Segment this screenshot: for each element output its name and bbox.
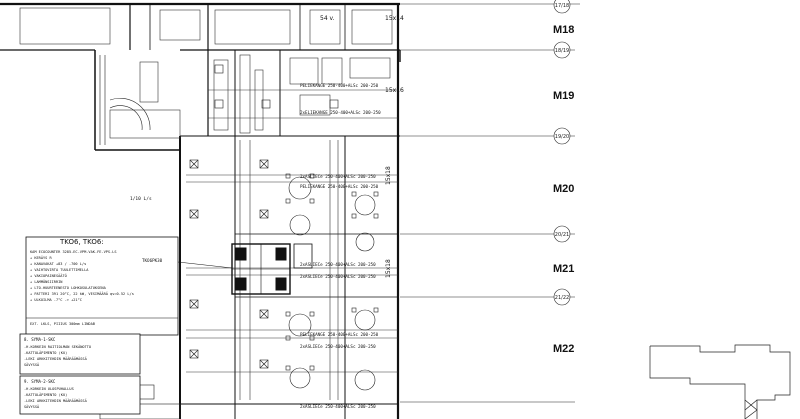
room-label-4: 15x18 (385, 259, 392, 278)
mechanical-room (231, 243, 313, 295)
note-9-line-2: -KATTOLÄPIMENTO (KU) (24, 392, 67, 397)
ext-note: EXT. LKLS, PIIIUS 300mm LINDAB (30, 322, 95, 326)
tk-note-line-8: + PATTERI 391 20°C, 22 kW, VESIMÄÄRÄ qv=… (30, 291, 134, 296)
axis-label-3: 19/20 (555, 134, 569, 140)
axis-label-4: 20/21 (555, 232, 569, 238)
note-9-line-1: -H-KORKEIN ULOSPUHALLUS (24, 387, 74, 391)
furniture (285, 173, 379, 391)
note-8-line-3: -LEKI ARKKITEHDIN MÄÄRÄÄMÄSSÄ (24, 356, 88, 361)
room-label-3: 15x18 (385, 166, 392, 185)
duct-label-4: PELIEKANGE 250-400+ALSc 200-250 (300, 184, 379, 189)
zone-label-m19: M19 (553, 90, 574, 102)
axis-bubbles (553, 0, 571, 306)
key-plan-outline (649, 344, 791, 419)
zone-label-m18: M18 (553, 24, 574, 36)
duct-label-6: 2xASLIECe 250-400+ALSc 200-250 (300, 274, 376, 279)
tk-note-title: TKO6, TKO6: (59, 238, 104, 246)
stair-element (99, 55, 151, 145)
tk-note-line-1: KAM ECOCOUNTER 3285-EC-VPM-VAK-FE-VPS-LS (30, 250, 117, 254)
tk-note-box: TKO6, TKO6: KAM ECOCOUNTER 3285-EC-VPM-V… (25, 236, 179, 336)
duct-label-8: 2xASLIECe 250-400+ALSc 200-250 (300, 344, 376, 349)
note-9-line-3: -LEKI ARKKITEHDIN MÄÄRÄÄMÄSSÄ (24, 398, 88, 403)
note-8-title: 8. SYMA-1-SKC (24, 337, 56, 342)
zone-label-m22: M22 (553, 343, 574, 355)
tk-note-line-3: + KANAVAKAT +83 / -700 L/s (30, 262, 86, 266)
duct-label-2: 2xELIEKANGE 250-400+ALSc 200-250 (300, 110, 381, 115)
ducts (19, 7, 398, 400)
note-8-line-1: -H-KORKEIN RAITIOLMAN SEKÄNOTTO (24, 344, 91, 349)
tk-note-line-9: + ULKOILMA -7°C -> +21°C (30, 298, 82, 302)
zone-label-m20: M20 (553, 183, 574, 195)
note-9-line-4: SÄVYSSÄ (24, 404, 40, 409)
tk-note-line-5: + VAKIOPAINESÄÄTÖ (30, 273, 67, 278)
duct-label-7: PELIEKANGE 250-400+ALSc 200-250 (300, 332, 379, 337)
tk-note-line-4: + VAIHTOVIRTA TUULETTIMELLA (30, 268, 89, 272)
axis-label-2: 18/19 (555, 48, 569, 54)
leader-line (177, 261, 233, 269)
building-walls (0, 2, 401, 419)
tk-sub-label: TKO6PK30 (142, 258, 163, 263)
tk-note-line-7: + LTO-HUURTEENESTO LOHKOSULATUKSENA (30, 286, 107, 290)
room-label-2: 15x16 (385, 87, 404, 94)
note-8-line-4: SÄVYSSÄ (24, 362, 40, 367)
diffusers (189, 64, 339, 369)
tk-note-line-6: + LAMMÖNSIIRRIN (30, 279, 62, 284)
note-9-title: 9. SYMA-2-SKC (24, 379, 56, 384)
tk-note-line-2: + KERÄYS R (30, 255, 52, 260)
duct-label-9: 2xASLIECe 250-400+ALSc 200-250 (300, 404, 376, 409)
duct-annotations: PELIEKANGE 250-400+ALSc 200-250 2xELIEKA… (300, 83, 381, 409)
zone-label-m21: M21 (553, 263, 574, 275)
grid-axis-lines (400, 3, 580, 403)
note-box-8: 8. SYMA-1-SKC -H-KORKEIN RAITIOLMAN SEKÄ… (19, 333, 141, 375)
axis-label-1: 17/18 (555, 3, 569, 9)
duct-label-5: 2xASLIECe 250-400+ALSc 200-250 (300, 262, 376, 267)
note-box-9: 9. SYMA-2-SKC -H-KORKEIN ULOSPUHALLUS -K… (19, 375, 141, 415)
duct-label-1: PELIEKANGE 250-400+ALSc 200-250 (300, 83, 379, 88)
duct-label-3: 2xASLIECe 250-400+ALSc 200-250 (300, 174, 376, 179)
room-label-5: 54 v. (320, 15, 335, 22)
axis-label-5: 21/22 (555, 295, 569, 301)
flow-text: 1/10 L/s (130, 196, 152, 202)
room-label-1: 15x14 (385, 15, 404, 22)
note-8-line-2: -KATTOLÄPIMENTO (KU) (24, 350, 67, 355)
